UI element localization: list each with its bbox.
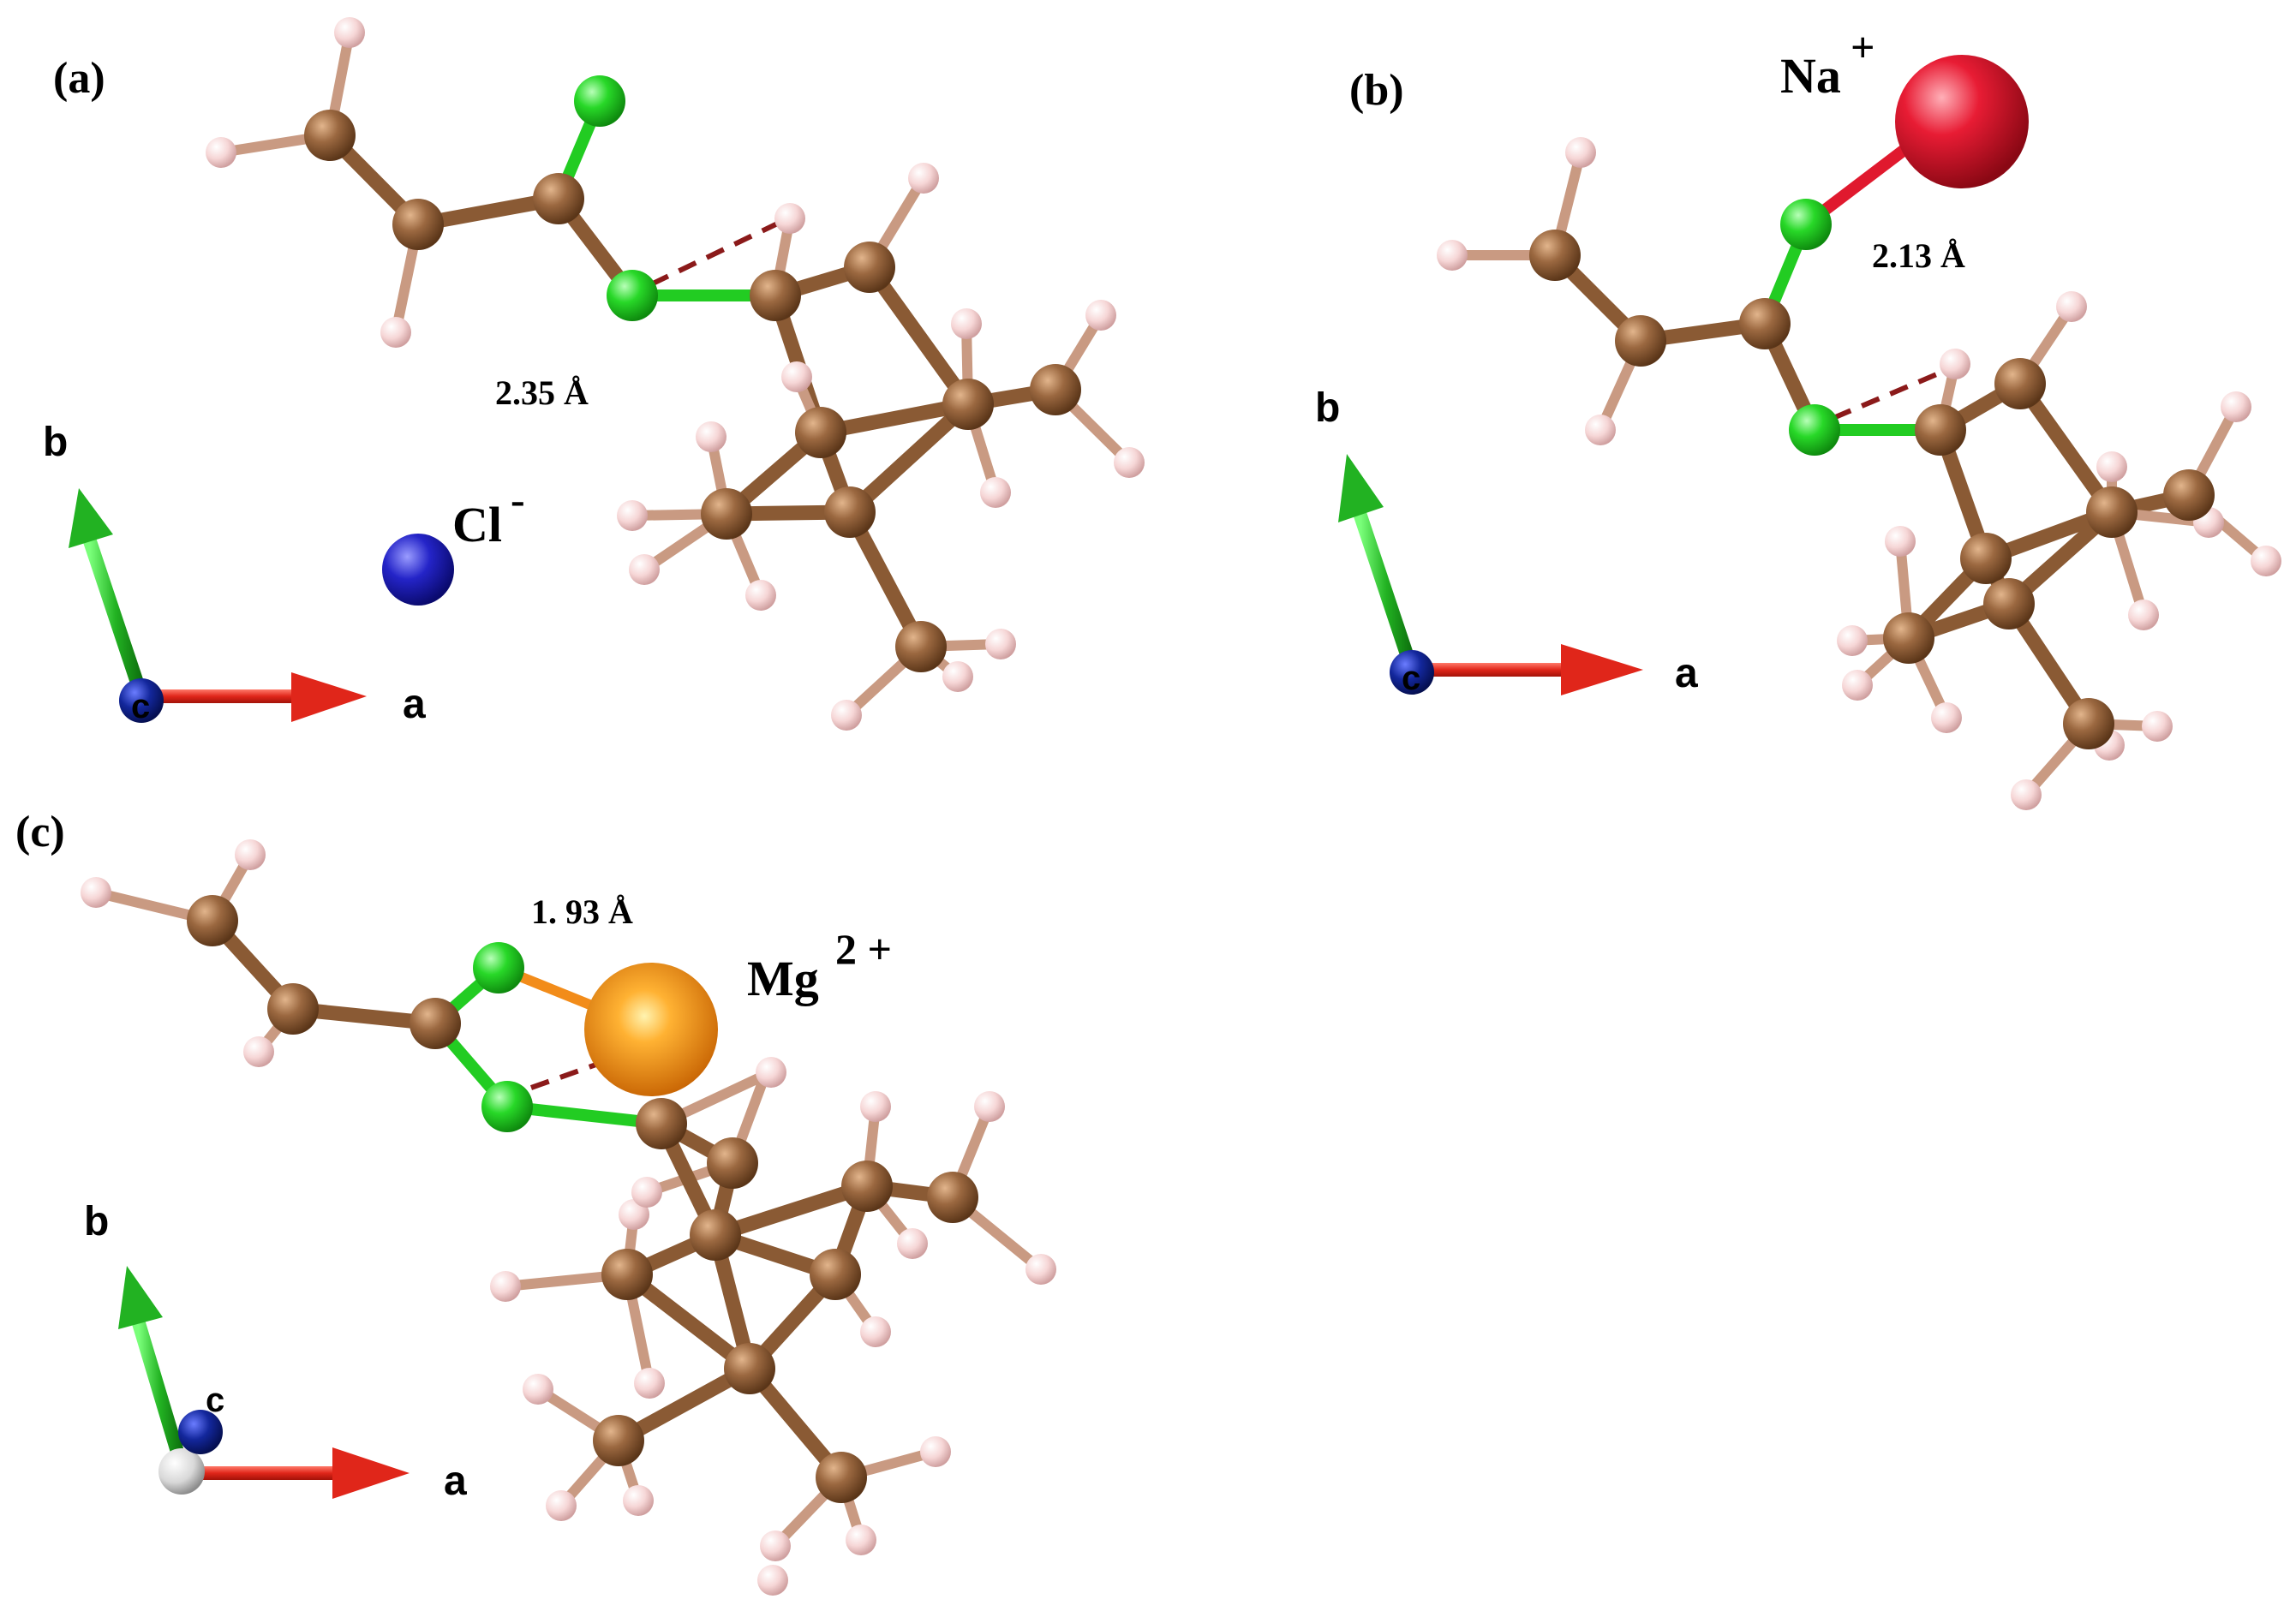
panel-b-ion-symbol: Na	[1780, 48, 1841, 104]
panel-b-distance-label: 2.13 Å	[1872, 236, 1965, 275]
panel-a-axis-b-label: b	[43, 420, 68, 465]
panel-b-axis-a-label: a	[1675, 651, 1698, 696]
panel-a-label: (a)	[53, 54, 105, 103]
panel-a-ion-symbol: Cl	[452, 497, 502, 552]
panel-a-axis-c-label: c	[131, 688, 150, 725]
c-axis-marker	[119, 678, 164, 723]
panel-b-label: (b)	[1349, 66, 1404, 115]
a-axis-arrow	[291, 672, 367, 722]
panel-a-axes: b a c	[43, 420, 426, 727]
hydrogen-bond-dashed-line	[649, 216, 790, 287]
panel-c-axis-a-label: a	[444, 1459, 467, 1504]
panel-c-axis-b-label: b	[84, 1199, 109, 1244]
panel-b-axes: b a c	[1315, 385, 1698, 697]
panel-b-ion-charge: +	[1851, 23, 1875, 71]
c-axis-marker	[1390, 650, 1434, 695]
panel-c: (c) 1. 93 Å	[15, 808, 1056, 1596]
panel-b-atoms	[1437, 55, 2281, 810]
chloride-ion	[382, 534, 454, 606]
panel-c-ion-symbol: Mg	[747, 951, 819, 1006]
a-axis-arrow	[1561, 644, 1643, 695]
c-axis-marker	[178, 1410, 223, 1454]
panel-c-ion-charge: 2 +	[835, 925, 892, 973]
panel-c-label: (c)	[15, 808, 65, 856]
panel-a-axis-a-label: a	[403, 682, 426, 727]
sodium-ion	[1895, 55, 2029, 188]
panel-c-atoms	[81, 839, 1056, 1596]
magnesium-ion	[584, 963, 718, 1096]
b-axis-arrow	[118, 1266, 163, 1329]
panel-c-distance-label: 1. 93 Å	[531, 892, 633, 931]
panel-c-bonds	[91, 850, 1046, 1551]
panel-b-axis-b-label: b	[1315, 385, 1340, 431]
panel-a-bonds	[216, 27, 1134, 720]
view-origin-marker	[158, 1448, 205, 1495]
panel-c-axes: b a c	[84, 1199, 467, 1504]
a-axis-arrow	[332, 1447, 410, 1499]
panel-a: (a)	[43, 17, 1145, 731]
b-axis-arrow	[69, 488, 113, 548]
panel-a-atoms	[206, 17, 1145, 731]
hydrogen-bond-dashed-line	[1832, 364, 1957, 421]
b-axis-arrow	[1338, 454, 1384, 522]
panel-b-axis-c-label: c	[1402, 659, 1420, 697]
hydrogen-bond-dashed-line	[529, 1049, 634, 1090]
panel-a-distance-label: 2.35 Å	[495, 373, 589, 412]
panel-a-ion-charge: -	[511, 475, 525, 523]
panel-c-axis-c-label: c	[206, 1381, 224, 1419]
panel-b: (b) Na + 2.13 Å	[1315, 23, 2281, 810]
